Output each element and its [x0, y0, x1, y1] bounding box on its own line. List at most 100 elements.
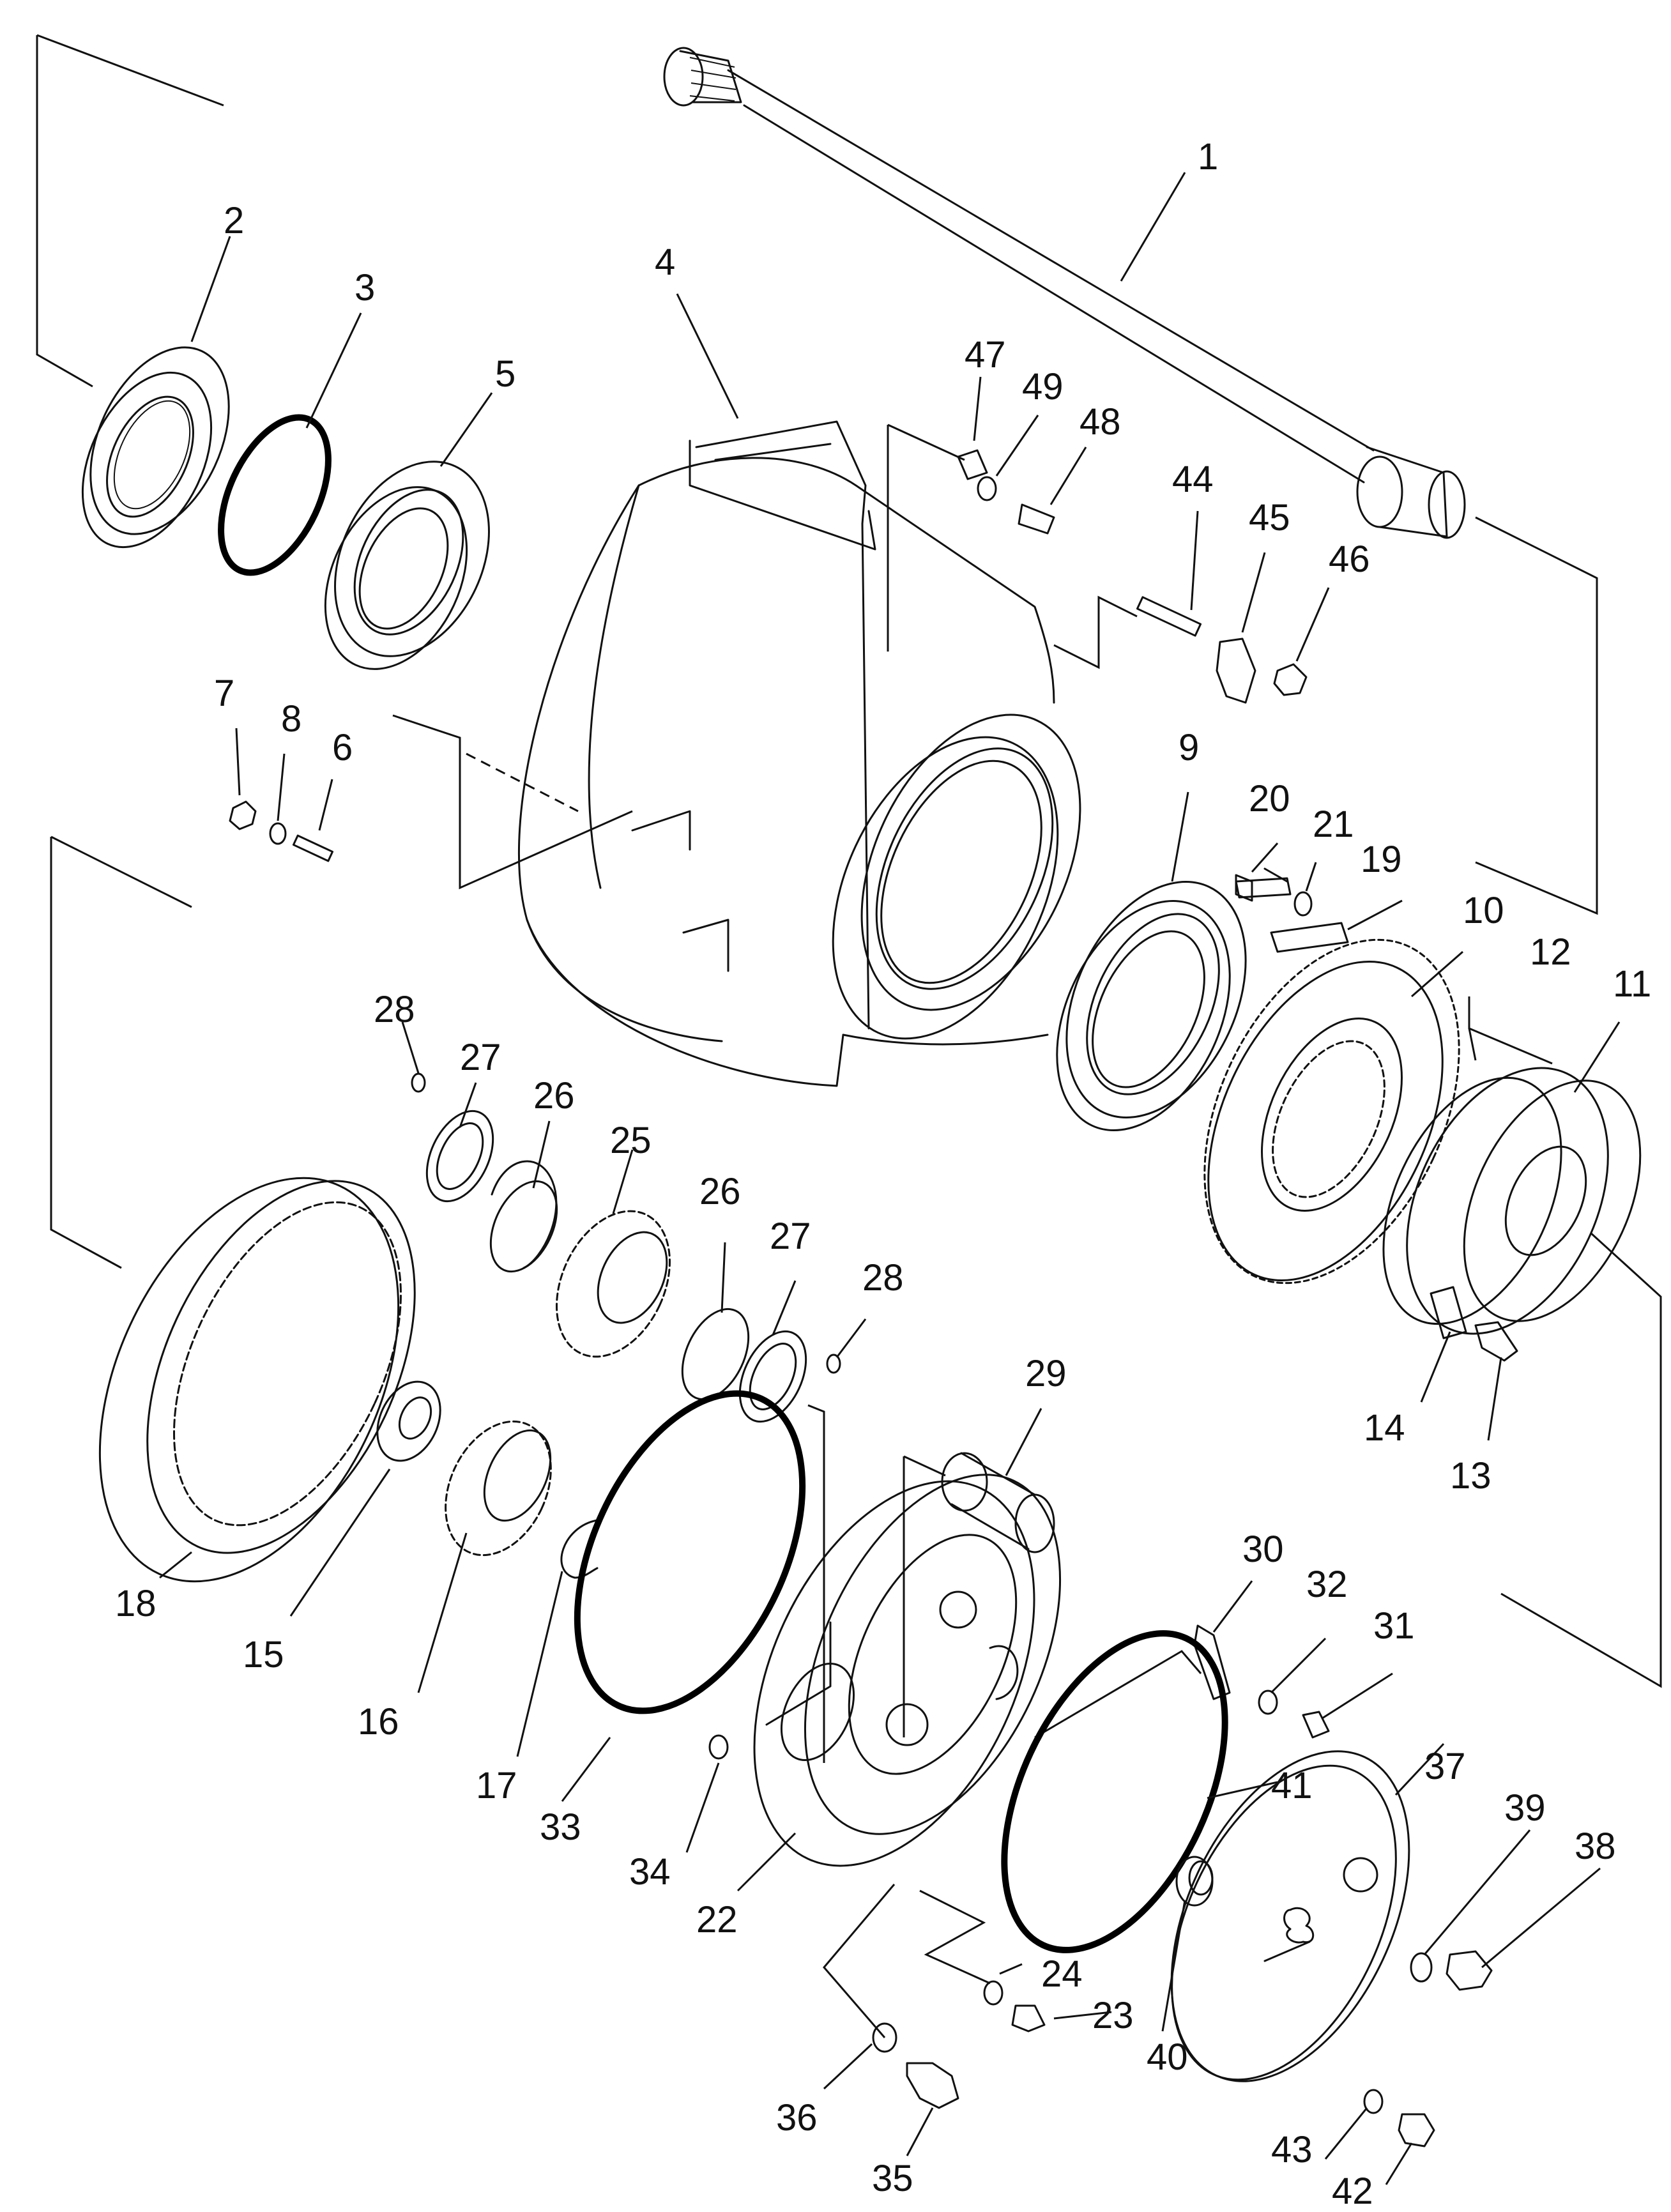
callout-19: 19: [1361, 839, 1402, 880]
bolt-lock-plate: [1430, 1286, 1518, 1362]
callout-34: 34: [629, 1851, 671, 1893]
callout-45: 45: [1249, 497, 1290, 538]
o-ring: [574, 1390, 806, 1714]
hidden-line: [466, 752, 579, 812]
bolt: [1398, 2113, 1435, 2147]
assembly-line: [50, 837, 122, 1269]
planet-group: [411, 1072, 841, 1423]
assembly-line: [919, 1889, 991, 1985]
bearing: [324, 461, 490, 670]
callout-14: 14: [1364, 1407, 1405, 1449]
callout-23: 23: [1092, 1995, 1134, 2036]
sun-gear-group: [376, 1380, 599, 1579]
callout-11: 11: [1613, 963, 1651, 1005]
callout-26b: 26: [699, 1171, 741, 1212]
callout-15: 15: [243, 1634, 284, 1675]
callout-8: 8: [281, 698, 301, 740]
washer: [983, 1980, 1003, 2006]
stud-nut-washer: [229, 800, 334, 862]
callout-13: 13: [1450, 1455, 1492, 1497]
callout-25: 25: [610, 1120, 652, 1161]
sprocket-hub-gear: [1203, 938, 1460, 1285]
callout-24: 24: [1041, 1953, 1083, 1995]
parts-artwork: [36, 34, 1662, 2185]
assembly-line: [50, 835, 192, 908]
assembly-line: [903, 1455, 946, 1477]
callout-labels: 1 2 3 4 5 6 7 8 9 10 11 12 13 14 15 16 1…: [115, 136, 1651, 2212]
cover: [1170, 1750, 1410, 2082]
callout-42: 42: [1332, 2170, 1373, 2212]
callout-27b: 27: [770, 1216, 811, 1257]
assembly-line: [1034, 1650, 1202, 1739]
callout-41: 41: [1271, 1765, 1313, 1806]
callout-38: 38: [1575, 1826, 1616, 1867]
bolt-washer: [1235, 874, 1349, 953]
lock-plate-bolt-washer: [1193, 1624, 1330, 1739]
callout-35: 35: [872, 2158, 913, 2199]
callout-31: 31: [1373, 1605, 1415, 1647]
callout-3: 3: [355, 267, 375, 309]
callout-36: 36: [776, 2097, 818, 2139]
callout-47: 47: [965, 334, 1006, 376]
callout-1: 1: [1198, 136, 1218, 178]
o-ring: [1410, 1952, 1433, 1983]
callout-39: 39: [1504, 1787, 1546, 1829]
assembly-line: [1500, 1232, 1662, 1688]
ring-gear: [98, 1177, 416, 1583]
nut-and-shim-set: [1382, 1067, 1642, 1335]
callout-7: 7: [214, 673, 234, 714]
callout-18: 18: [115, 1583, 156, 1624]
callout-22: 22: [696, 1899, 738, 1941]
o-ring: [218, 414, 332, 576]
seal-cage: [81, 346, 230, 549]
bolt: [1011, 2004, 1046, 2033]
callout-28: 28: [374, 989, 415, 1030]
planet-shaft: [941, 1452, 1055, 1553]
callout-30: 30: [1242, 1529, 1284, 1570]
callout-9: 9: [1179, 727, 1199, 768]
callout-27: 27: [460, 1037, 501, 1078]
assembly-line: [392, 714, 633, 890]
assembly-line: [36, 35, 93, 388]
callout-26: 26: [533, 1075, 575, 1117]
callout-37: 37: [1424, 1746, 1466, 1787]
planet-carrier: [753, 1474, 1062, 1867]
assembly-line: [823, 1884, 896, 2038]
final-drive-case: [517, 420, 1081, 1087]
small-hardware: [957, 449, 1308, 899]
callout-4: 4: [655, 241, 675, 283]
bearing: [1056, 881, 1247, 1132]
callout-40: 40: [1147, 2036, 1188, 2078]
callout-10: 10: [1463, 890, 1504, 931]
washer: [1363, 2089, 1384, 2114]
callout-48: 48: [1080, 401, 1121, 443]
assembly-line: [1475, 516, 1598, 915]
callout-leaders: [159, 172, 1621, 2185]
assembly-line: [807, 1404, 825, 1763]
callout-6: 6: [332, 727, 353, 768]
callout-5: 5: [495, 353, 515, 395]
assembly-line: [887, 423, 965, 461]
callout-12: 12: [1530, 931, 1571, 973]
callout-49: 49: [1022, 366, 1064, 408]
callout-46: 46: [1329, 538, 1370, 580]
washer: [872, 2022, 897, 2053]
thrust-plug: [1175, 1856, 1214, 1907]
callout-33: 33: [540, 1806, 581, 1848]
bolt: [906, 2062, 959, 2109]
assembly-line: [1053, 595, 1138, 669]
callout-20: 20: [1249, 778, 1290, 820]
callout-21: 21: [1313, 804, 1354, 845]
callout-29: 29: [1025, 1353, 1067, 1394]
callout-44: 44: [1172, 459, 1214, 500]
callout-16: 16: [358, 1701, 399, 1743]
callout-32: 32: [1306, 1564, 1348, 1605]
callout-28b: 28: [862, 1257, 904, 1299]
o-ring: [708, 1734, 729, 1760]
callout-43: 43: [1271, 2129, 1313, 2170]
callout-17: 17: [476, 1765, 517, 1806]
assembly-line: [36, 34, 224, 107]
callout-2: 2: [224, 200, 244, 241]
o-ring: [1001, 1630, 1228, 1953]
